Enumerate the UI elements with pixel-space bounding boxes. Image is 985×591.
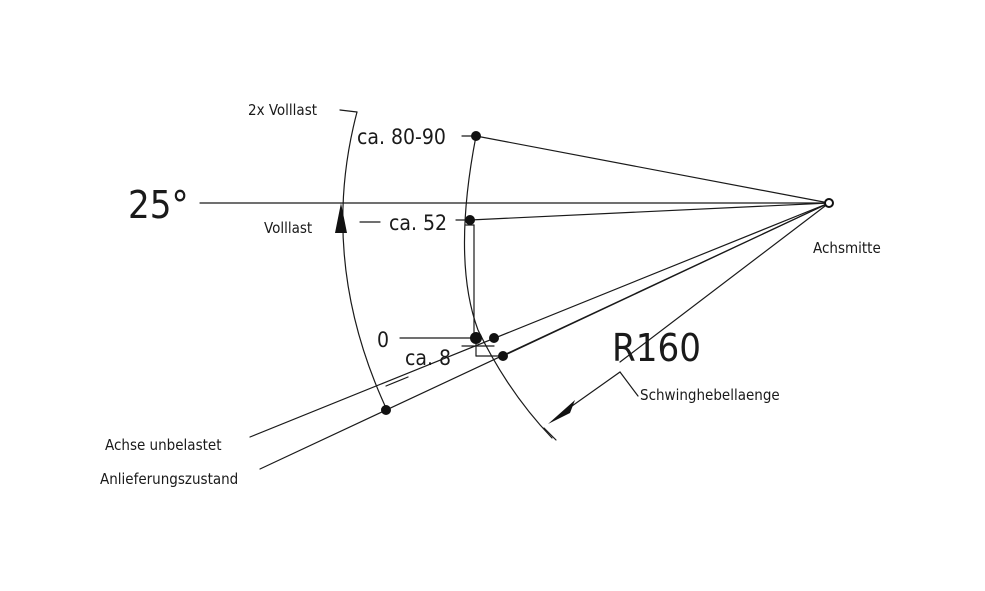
ray-zero-extended [249,202,830,438]
ray-52 [469,202,830,221]
swing-arm-length-label: Schwinghebellaenge [640,386,780,404]
radius-arrowhead [548,400,575,424]
radius-arc-end-tick [543,427,557,441]
zero-label: 0 [377,328,389,352]
axle-unloaded-leader [385,376,409,387]
axle-unloaded-label: Achse unbelastet [105,436,221,454]
point-load-arc-bottom [381,405,391,415]
load-arc [342,111,387,409]
radius-arc [463,135,553,439]
delivery-state-label: Anlieferungszustand [100,470,238,488]
point-52 [465,215,475,225]
ray-80-90 [475,135,830,204]
swing-arm-length-leader [571,371,639,407]
radius-leader-line [619,202,830,363]
point-zero-right [489,333,499,343]
ca-52-label: ca. 52 [389,211,447,235]
load-arc-arrowhead [335,203,347,233]
radius-dimension-line [502,202,830,357]
point-zero [470,332,482,344]
axle-center-marker [824,198,834,208]
full-load-label: Volllast [264,219,312,237]
ca-80-90-label: ca. 80-90 [357,125,446,149]
axle-center-label: Achsmitte [813,239,881,257]
radius-label: R160 [612,326,701,370]
double-load-label: 2x Volllast [248,101,317,119]
point-80-90 [471,131,481,141]
point-ca8 [498,351,508,361]
ca-8-label: ca. 8 [405,346,451,370]
angle-label: 25° [128,183,189,227]
double-load-leader [339,109,358,113]
